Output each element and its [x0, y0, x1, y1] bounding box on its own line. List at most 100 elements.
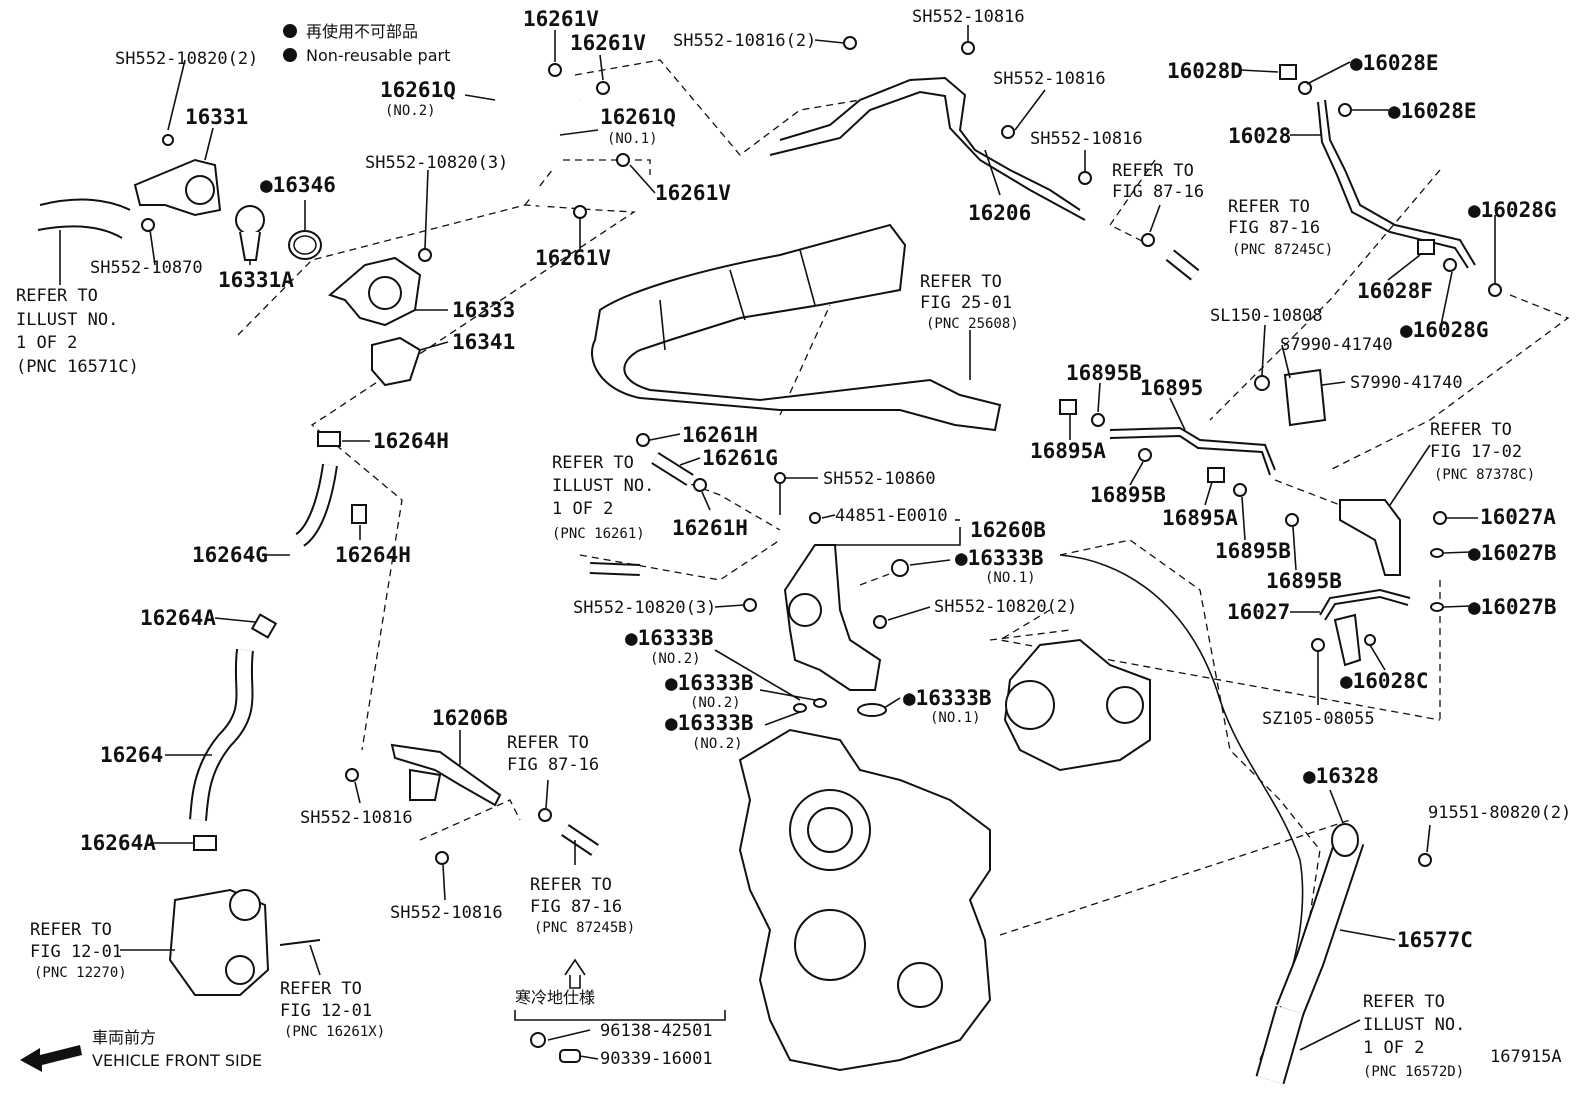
label-16028f: 16028F: [1357, 279, 1433, 303]
bolt-icon: [1311, 638, 1325, 652]
label-illust-no: ILLUST NO.: [1363, 1015, 1465, 1035]
bolt-icon: [1418, 853, 1432, 867]
label-fig-87-16: FIG 87-16: [1228, 218, 1320, 238]
label-s7990-41740: S7990-41740: [1350, 373, 1463, 393]
o-ring-icon: [857, 703, 887, 717]
label-fig-87-16: FIG 87-16: [530, 897, 622, 917]
bracket-icon: [1283, 368, 1327, 427]
label-1-of-2: 1 OF 2: [1363, 1038, 1424, 1058]
label-16261v: 16261V: [570, 31, 646, 55]
vehicle-front-indicator: 車両前方 VEHICLE FRONT SIDE: [20, 1028, 262, 1072]
clamp-icon: [693, 478, 707, 492]
gasket-ring-icon: [1488, 283, 1502, 297]
label-16027b: ●16027B: [1468, 541, 1557, 565]
label-fig-12-01: FIG 12-01: [30, 942, 122, 962]
label-illust-no: ILLUST NO.: [552, 476, 654, 496]
label-16895b: 16895B: [1066, 361, 1142, 385]
gasket-ring-icon: [1430, 548, 1444, 558]
label-16895a: 16895A: [1030, 439, 1106, 463]
bolt-icon: [774, 472, 786, 484]
gasket-ring-icon: [1430, 602, 1444, 612]
label-16261q: 16261Q: [600, 105, 676, 129]
clamp-icon: [351, 504, 367, 524]
label-no1: (NO.1): [985, 570, 1036, 586]
leader-lines: [59, 25, 1496, 1060]
label-16261q: 16261Q: [380, 78, 456, 102]
label-no2: (NO.2): [690, 695, 741, 711]
label-sh552-10816: SH552-10816: [912, 7, 1025, 27]
label-illust-no: ILLUST NO.: [16, 310, 118, 330]
legend-jp: 再使用不可部品: [306, 22, 418, 41]
label-16577c: 16577C: [1397, 928, 1473, 952]
label-sh552-10816: SH552-10816: [993, 69, 1106, 89]
engine-block-icon: [738, 728, 992, 1072]
gasket-ring-icon: [1091, 413, 1105, 427]
label-16261v: 16261V: [523, 7, 599, 31]
clamp-icon: [596, 81, 610, 95]
label-16028: 16028: [1228, 124, 1291, 148]
label-16333: 16333: [452, 298, 515, 322]
union-bolt-icon: [1059, 399, 1077, 415]
label-16333b: ●16333B: [625, 626, 714, 650]
label-16206b: 16206B: [432, 706, 508, 730]
clamp-icon: [538, 808, 552, 822]
label-16027a: 16027A: [1480, 505, 1556, 529]
labels: SH552-10820(2) 16331 ●16346 SH552-10870 …: [16, 7, 1571, 1080]
label-refer-to: REFER TO: [1112, 161, 1194, 181]
label-16264a: 16264A: [140, 606, 216, 630]
label-sz105-08055: SZ105-08055: [1262, 709, 1375, 729]
label-pnc-16571c: (PNC 16571C): [16, 357, 139, 377]
sensor-icon: [809, 512, 821, 524]
egr-cooler-icon: [591, 223, 1002, 432]
water-hose-icon: [37, 198, 131, 239]
label-sh552-10816: SH552-10816: [390, 903, 503, 923]
clamp-icon: [636, 433, 650, 447]
front-arrow-icon: [20, 1045, 82, 1072]
bolt-icon: [1001, 125, 1015, 139]
vehicle-front-en: VEHICLE FRONT SIDE: [92, 1051, 262, 1070]
label-pnc-16261x: (PNC 16261X): [284, 1024, 385, 1040]
gasket-ring-icon: [1285, 513, 1299, 527]
gasket-ring-icon: [1233, 483, 1247, 497]
hose-cap-icon: [559, 1049, 581, 1063]
label-sh552-10816: SH552-10816: [300, 808, 413, 828]
label-s7990-41740: S7990-41740: [1280, 335, 1393, 355]
label-sh552-10820-2: SH552-10820(2): [934, 597, 1077, 617]
nut-icon: [1254, 375, 1270, 391]
label-pnc-16261: (PNC 16261): [552, 526, 645, 542]
bracket-icon: [1339, 499, 1401, 576]
label-pnc-87378c: (PNC 87378C): [1434, 467, 1535, 483]
label-16260b: 16260B: [970, 518, 1046, 542]
bolt-icon: [843, 36, 857, 50]
label-no2: (NO.2): [650, 651, 701, 667]
o-ring-icon: [1331, 823, 1359, 857]
clamp-icon: [573, 205, 587, 219]
label-pnc-87245b: (PNC 87245B): [534, 920, 635, 936]
label-16027: 16027: [1227, 600, 1290, 624]
label-91551-80820-2: 91551-80820(2): [1428, 803, 1571, 823]
label-fig-87-16: FIG 87-16: [507, 755, 599, 775]
label-refer-to: REFER TO: [30, 920, 112, 940]
label-refer-to: REFER TO: [920, 272, 1002, 292]
label-16333b: ●16333B: [665, 671, 754, 695]
label-sh552-10820-2: SH552-10820(2): [115, 49, 258, 69]
legend-en: Non-reusable part: [306, 46, 450, 65]
label-no2: (NO.2): [692, 736, 743, 752]
part-drawings: [37, 36, 1502, 1085]
pipe-16027-icon: [1319, 588, 1411, 616]
gasket-plate-icon: [371, 336, 422, 387]
clamp-icon: [548, 63, 562, 77]
label-sh552-10820-3: SH552-10820(3): [573, 598, 716, 618]
label-16261h: 16261H: [672, 516, 748, 540]
thermostat-icon: [235, 205, 265, 235]
bolt-icon: [435, 851, 449, 865]
label-sh552-10870: SH552-10870: [90, 258, 203, 278]
label-pnc-16572d: (PNC 16572D): [1363, 1064, 1464, 1080]
label-90339-16001: 90339-16001: [600, 1049, 713, 1069]
clamp-icon: [530, 1032, 546, 1048]
gasket-ring-icon: [1364, 634, 1376, 646]
label-16895a: 16895A: [1162, 506, 1238, 530]
bolt-icon: [743, 598, 757, 612]
